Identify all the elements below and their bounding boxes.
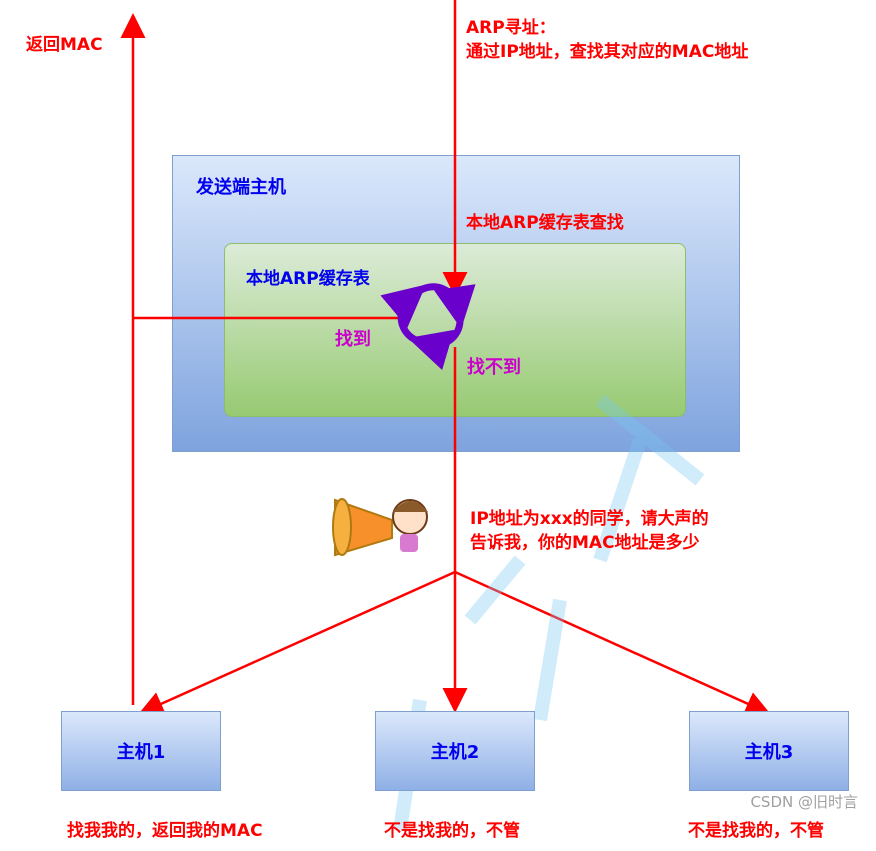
host-3-label: 主机3 [744,742,794,763]
local-cache-label: 本地ARP缓存表 [246,269,370,289]
host-1: 主机1 [61,711,221,791]
not-found-label: 找不到 [467,357,521,378]
broadcast-arrow-host3 [454,570,771,716]
sender-host-label: 发送端主机 [196,177,286,198]
local-lookup-label: 本地ARP缓存表查找 [466,213,624,233]
host-1-reply: 找我我的，返回我的MAC [67,821,263,841]
watermark-graphic [393,394,705,832]
found-label: 找到 [335,329,371,350]
broadcast-line-1: IP地址为xxx的同学，请大声的 [470,509,709,529]
broadcast-arrow-host1 [138,570,456,716]
broadcast-line-2: 告诉我，你的MAC地址是多少 [470,533,700,553]
host-2-reply: 不是找我的，不管 [384,821,520,841]
return-mac-label: 返回MAC [26,35,103,55]
watermark: CSDN @旧时言 [750,793,858,811]
refresh-cycle-icon [380,283,476,371]
host-3-reply: 不是找我的，不管 [688,821,824,841]
host-3: 主机3 [689,711,849,791]
host-1-label: 主机1 [116,742,166,763]
host-2: 主机2 [375,711,535,791]
host-2-label: 主机2 [430,742,480,763]
megaphone-girl-icon [332,498,428,557]
arp-title: ARP寻址： [466,18,556,38]
arp-description: 通过IP地址，查找其对应的MAC地址 [466,42,749,62]
